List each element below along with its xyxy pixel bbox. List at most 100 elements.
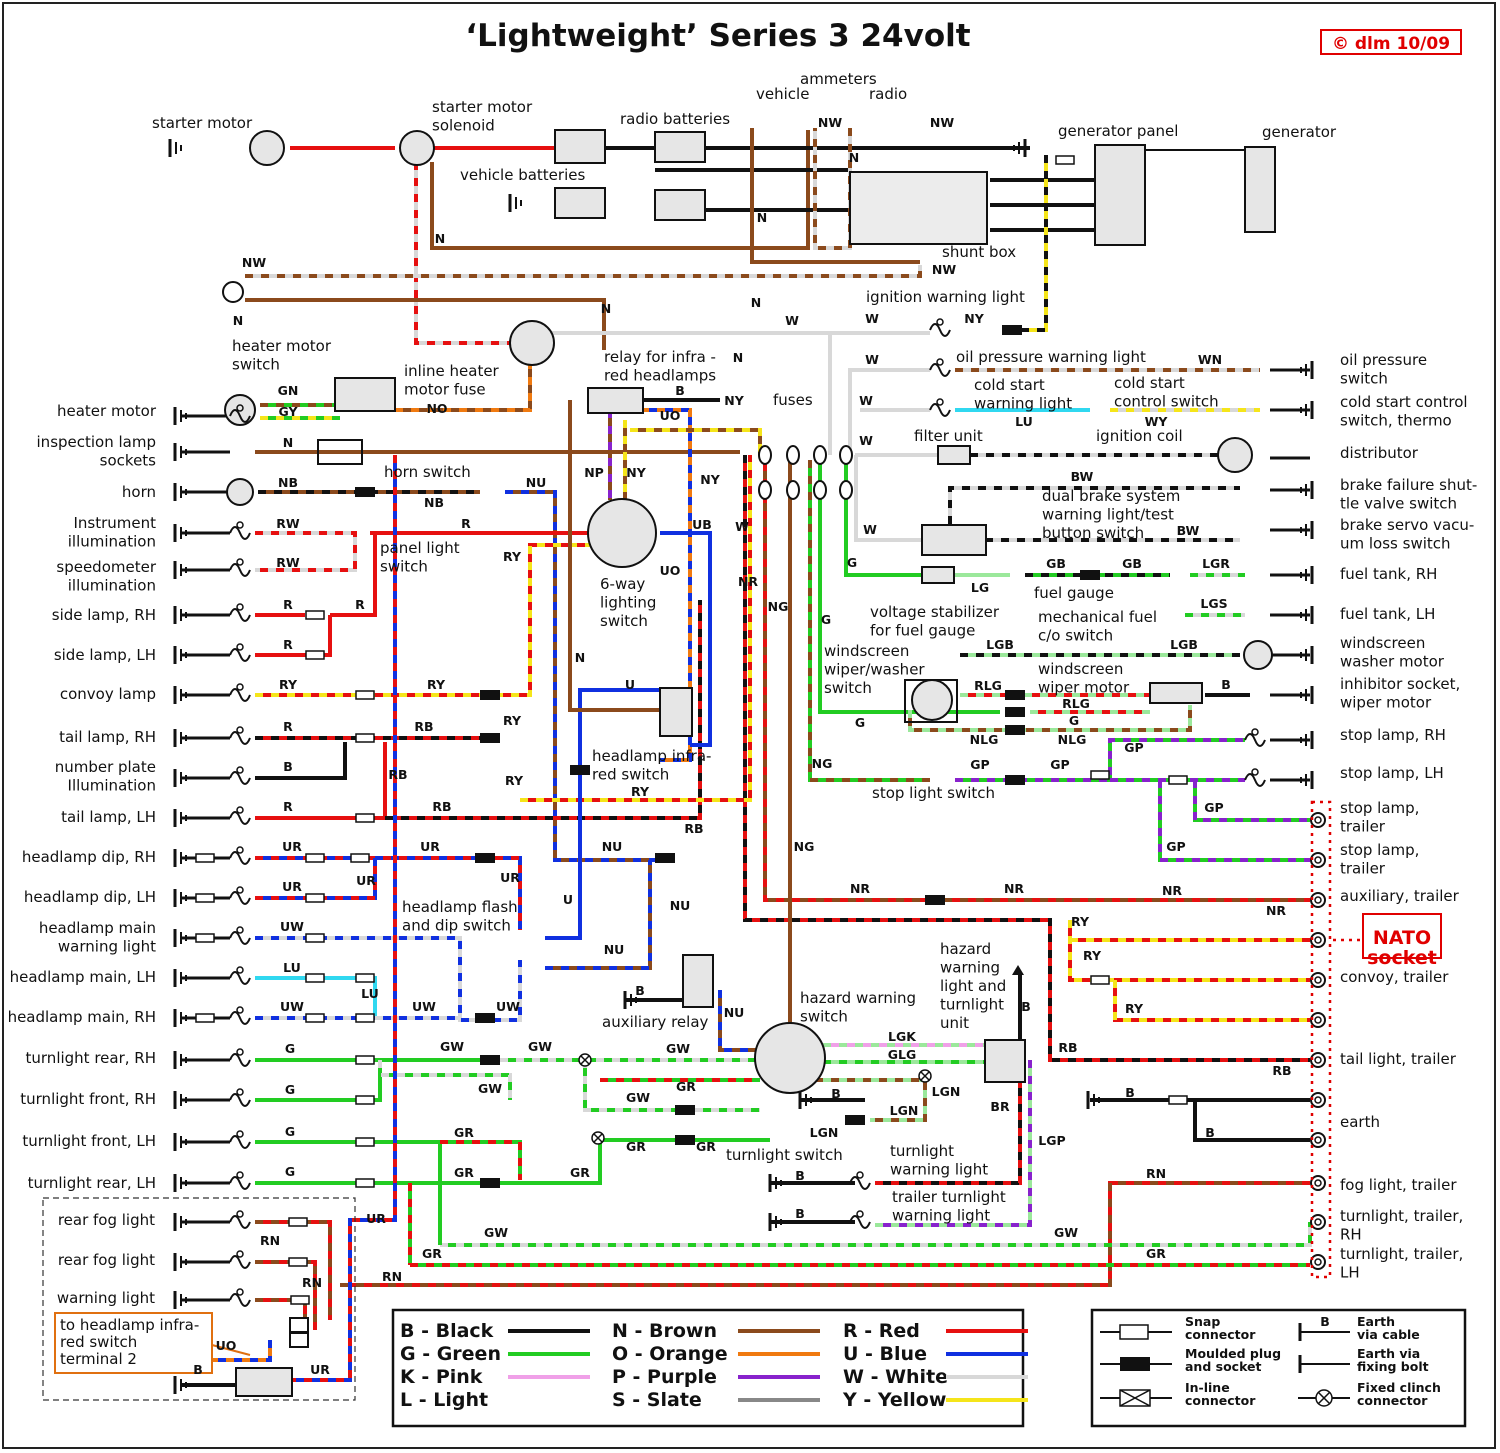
earth-right-5-icon — [1300, 606, 1314, 624]
wire-code-79: R — [283, 799, 293, 814]
trailer-socket-pin-8-icon — [1310, 1132, 1326, 1148]
wire-code-37: R — [461, 516, 471, 531]
auxiliary-relay-icon — [682, 954, 714, 1008]
lamp-fog-0-icon — [229, 1210, 251, 1229]
hazard-unit-icon — [984, 1039, 1026, 1083]
earth-left-0-icon — [173, 407, 187, 425]
wire-code-8: N — [601, 301, 611, 316]
wire-brake-bw-tracer — [948, 486, 1240, 540]
label-oil-pressure-warning-light: oil pressure warning light — [956, 348, 1146, 366]
wire-code-35: NY — [700, 472, 720, 487]
wire-code-12: W — [865, 311, 879, 326]
label-turnlight-front-rh: turnlight front, RH — [20, 1090, 156, 1108]
wire-code-69: NLG — [970, 732, 999, 747]
earth-right-3-icon — [1300, 521, 1314, 539]
vehicle-battery-earth-icon — [508, 194, 522, 212]
label-stop-lamp-rh: stop lamp, RH — [1340, 726, 1446, 744]
lamp-left-1-icon — [229, 521, 251, 540]
wire-code-73: RB — [388, 767, 407, 782]
wire-code-122: LGN — [932, 1084, 961, 1099]
label-headlamp-dip-rh: headlamp dip, RH — [22, 848, 156, 866]
wire-code-53: G — [821, 612, 831, 627]
wire-ur-dip2-tracer — [255, 858, 377, 900]
wire-code-14: W — [865, 352, 879, 367]
moulded-plug-17-icon — [480, 1178, 500, 1188]
wire-code-21: BW — [1177, 523, 1200, 538]
moulded-plug-15-icon — [925, 895, 945, 905]
wire-code-140: B — [795, 1206, 805, 1221]
legend-colour-1: G - Green — [400, 1343, 501, 1365]
wire-code-29: N — [283, 435, 293, 450]
wire-code-135: GR — [454, 1165, 474, 1180]
wire-code-2: N — [435, 231, 445, 246]
snap-connector-14-icon — [195, 1013, 215, 1023]
trailer-socket-pin-7-icon — [1310, 1092, 1326, 1108]
earth-left-11-icon — [173, 929, 187, 947]
lamp-right-1-icon — [1244, 768, 1266, 787]
wire-code-120: GR — [676, 1079, 696, 1094]
wire-code-28: NY — [724, 393, 744, 408]
generator-icon — [1244, 146, 1276, 233]
label-ignition-coil: ignition coil — [1096, 427, 1183, 445]
wire-code-66: RY — [503, 713, 522, 728]
connector-node-icon — [222, 281, 244, 303]
moulded-plug-6-icon — [480, 1055, 500, 1065]
trailer-turnlight-bulb-icon — [849, 1210, 871, 1229]
label-stop-light-switch: stop light switch — [872, 784, 995, 802]
wire-code-111: GW — [440, 1039, 464, 1054]
wires-layer — [180, 128, 1312, 1387]
label-horn: horn — [122, 483, 156, 501]
snap-connector-23-icon — [290, 1295, 310, 1305]
label-tail-light-trailer: tail light, trailer — [1340, 1050, 1457, 1068]
wire-code-147: RN — [382, 1269, 402, 1284]
earth-right-6-icon — [1300, 646, 1314, 664]
turnlight-warning-bulb-icon — [849, 1171, 871, 1190]
wire-code-39: W — [735, 519, 749, 534]
wire-solenoid-n — [430, 130, 810, 250]
wire-code-7: NW — [932, 262, 956, 277]
label-convoy-trailer: convoy, trailer — [1340, 968, 1449, 986]
wire-code-84: UR — [420, 839, 440, 854]
label-generator: generator — [1262, 123, 1337, 141]
wire-code-85: NU — [602, 839, 623, 854]
wire-code-44: GB — [1046, 556, 1066, 571]
wire-code-45: GB — [1122, 556, 1142, 571]
lamp-left-17-icon — [229, 1171, 251, 1190]
label-rear-fog-light-2: rear fog light — [58, 1251, 155, 1269]
six-way-switch-icon — [587, 498, 657, 568]
lamp-left-11-icon — [229, 926, 251, 945]
label-side-lamp-lh: side lamp, LH — [54, 646, 156, 664]
label-shunt-box: shunt box — [942, 243, 1016, 261]
lamp-left-3-icon — [229, 603, 251, 622]
trailer-socket-pin-10-icon — [1310, 1214, 1326, 1230]
wire-gp-tracer — [955, 738, 1245, 782]
snap-connector-19-icon — [355, 1137, 375, 1147]
wire-code-144: GR — [422, 1246, 442, 1261]
label-warning-light: warning light — [57, 1289, 155, 1307]
legend-symbol-code: B — [1320, 1314, 1330, 1329]
heater-motor-icon — [224, 394, 256, 426]
wire-gw-2-tracer — [378, 1060, 512, 1100]
lamp-left-6-icon — [229, 726, 251, 745]
horn-icon — [226, 478, 254, 506]
wire-lu — [255, 976, 377, 1018]
hazard-switch-icon — [754, 1022, 826, 1094]
wire-code-112: GW — [528, 1039, 552, 1054]
wire-code-87: GP — [1166, 839, 1185, 854]
snap-connector-18-icon — [355, 1095, 375, 1105]
wire-code-77: GP — [970, 757, 989, 772]
earth-fog-1-icon — [173, 1253, 187, 1271]
wire-rn-trailer-tracer — [340, 1181, 1310, 1287]
wire-code-11: W — [785, 313, 799, 328]
wire-r-side — [330, 533, 377, 617]
wire-code-64: R — [283, 719, 293, 734]
dual-brake-switch-icon — [921, 524, 987, 556]
moulded-plug-10-icon — [1002, 325, 1022, 335]
